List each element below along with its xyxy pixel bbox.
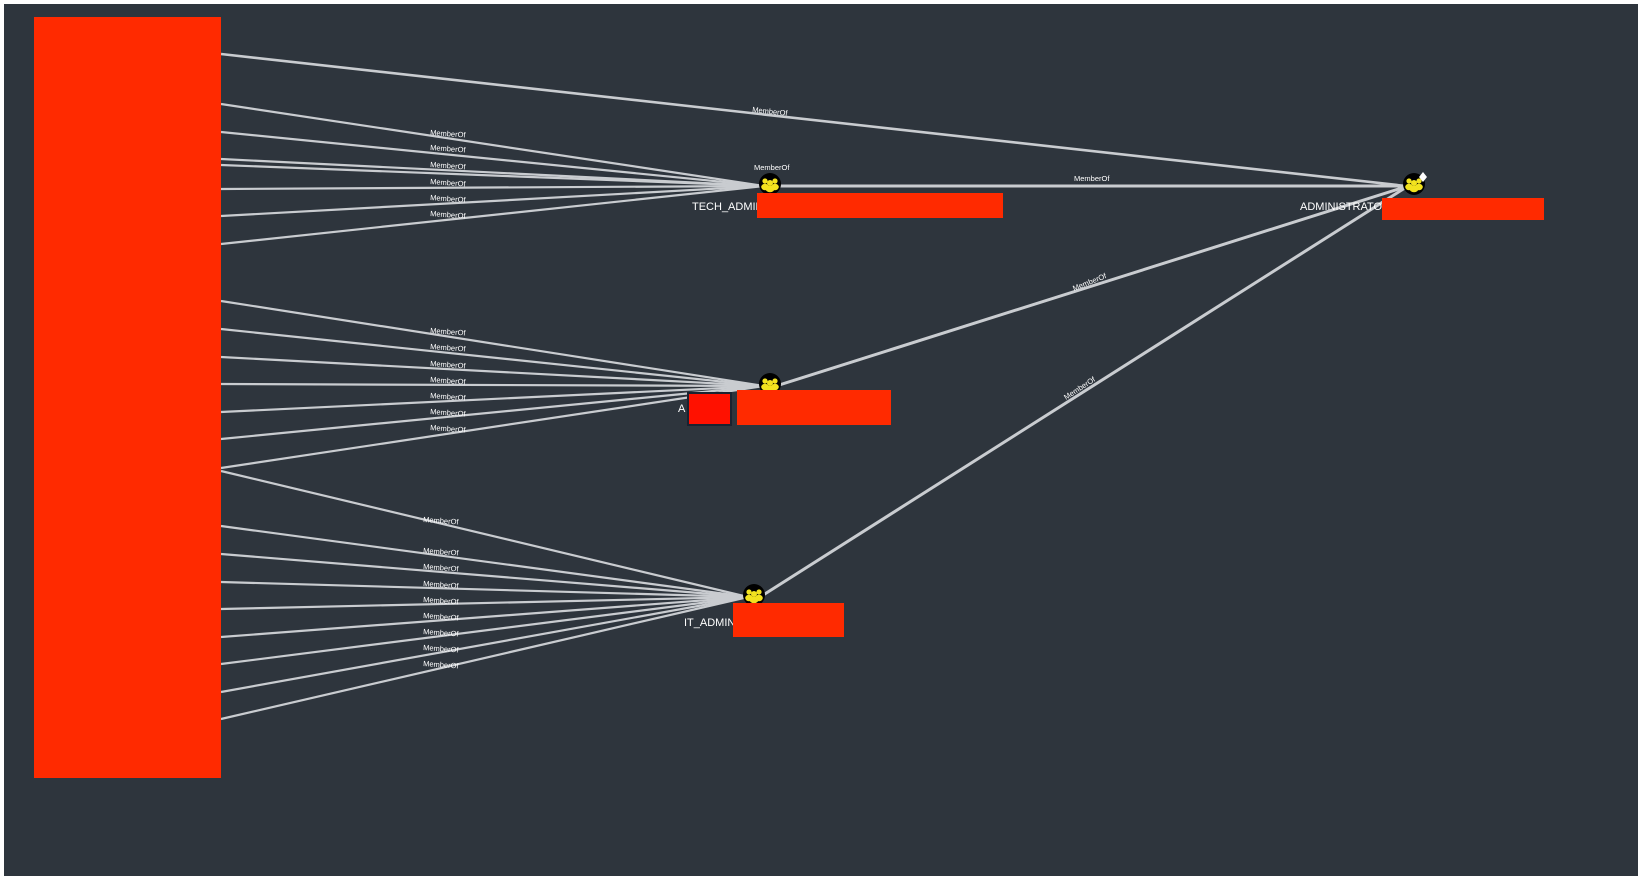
member-edge [220, 184, 765, 218]
redacted-tech-admin-name [757, 193, 1003, 218]
member-edge [220, 524, 749, 599]
member-edge [220, 552, 749, 599]
member-edge [220, 469, 749, 599]
member-edge [220, 184, 765, 191]
edge-label: MemberOf [430, 359, 467, 371]
group-edge-a_group [775, 184, 1409, 388]
edge-label: MemberOf [423, 627, 460, 639]
member-edge [220, 384, 765, 414]
member-edge [220, 595, 749, 611]
edge-label: MemberOf [430, 160, 467, 172]
edge-label: MemberOf [430, 193, 467, 205]
member-edge [220, 299, 765, 388]
member-edge [220, 580, 749, 599]
group-icon[interactable] [1403, 173, 1425, 195]
member-edge [220, 384, 765, 441]
edge-label: MemberOf [430, 326, 467, 338]
redacted-a-group-name [737, 390, 891, 425]
edge-label: MemberOf [430, 375, 467, 387]
member-edge [220, 384, 765, 470]
edge-label: MemberOf [430, 407, 467, 419]
group-label-it_admins: IT_ADMIN [684, 617, 735, 629]
group-label-administrators: ADMINISTRATOR [1300, 201, 1390, 213]
edge-label: MemberOf [430, 143, 467, 155]
edge-label: MemberOf [430, 391, 467, 403]
group-label-a_group: A [678, 403, 686, 415]
edge-label: MemberOf [423, 546, 460, 558]
redacted-it-admin-name [733, 603, 844, 637]
redacted-a-group-marker [687, 392, 732, 426]
edge-label: MemberOf [1074, 174, 1110, 183]
redacted-member-list [34, 17, 221, 778]
member-edge [220, 595, 749, 721]
edge-label: MemberOf [430, 177, 467, 189]
group-icon[interactable] [743, 584, 765, 606]
member-edge [220, 130, 765, 188]
edge-label: MemberOf [423, 515, 460, 527]
member-edge [220, 382, 765, 388]
group-label-tech_admins: TECH_ADMIN [692, 201, 764, 213]
member-edge [220, 102, 765, 188]
edge-label: MemberOf [430, 423, 467, 435]
group-icon[interactable] [759, 173, 781, 195]
edge-label: MemberOf [430, 128, 467, 140]
member-edge-direct [220, 52, 1407, 188]
member-edge [220, 184, 765, 246]
edge-label: MemberOf [423, 562, 460, 574]
graph-svg: MemberOfMemberOfMemberOfMemberOfMemberOf… [220, 52, 1427, 721]
edge-label: MemberOf [430, 342, 467, 354]
member-edge [220, 327, 765, 388]
member-edge [220, 595, 749, 666]
member-edge [220, 355, 765, 388]
edge-label: MemberOf [423, 643, 460, 655]
edge-label: MemberOf [423, 595, 460, 607]
diamond-icon [1419, 172, 1427, 182]
edge-label: MemberOf [430, 209, 467, 221]
edge-label: MemberOf [752, 105, 789, 118]
edge-label: MemberOf [754, 163, 790, 172]
edge-label: MemberOf [423, 659, 460, 671]
redacted-administrator-name [1382, 198, 1544, 220]
member-edge [220, 163, 765, 188]
member-edge [220, 595, 749, 639]
group-edge-it_admins [759, 184, 1409, 599]
edge-label: MemberOf [423, 579, 460, 591]
member-edge [220, 595, 749, 694]
edge-label: MemberOf [423, 611, 460, 623]
